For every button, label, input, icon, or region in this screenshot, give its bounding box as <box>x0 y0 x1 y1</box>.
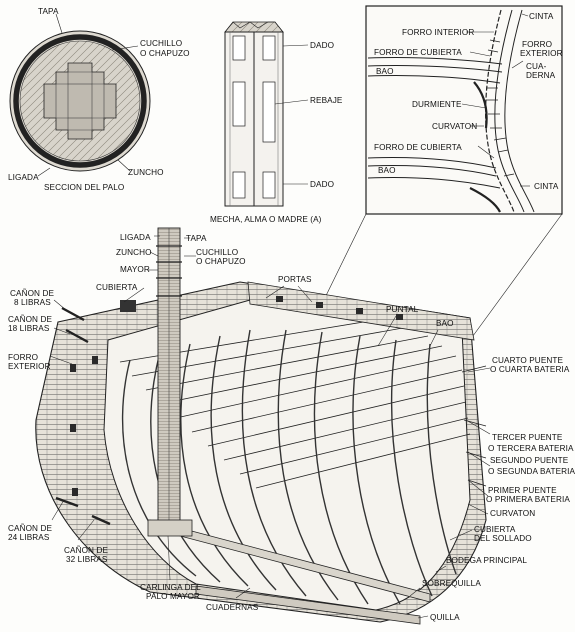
ship-canon24-label-2: 24 LIBRAS <box>8 533 50 542</box>
detail-forro-exterior-label-2: EXTERIOR <box>520 49 563 58</box>
ship-sobrequilla-label: SOBREQUILLA <box>422 579 481 588</box>
ship-canon32-label-2: 32 LIBRAS <box>66 555 108 564</box>
detail-bao-top-label: BAO <box>376 67 394 76</box>
hull-detail-inset: CINTA FORRO INTERIOR FORRO EXTERIOR FORR… <box>365 5 563 215</box>
ship-cuarto-puente-label: CUARTO PUENTE <box>492 356 563 365</box>
ship-cubierta-sollado-label-1: CUBIERTA <box>474 525 516 534</box>
ship-forro-exterior-label-1: FORRO <box>8 353 38 362</box>
ship-tercera-bateria-label: O TERCERA BATERIA <box>488 444 574 453</box>
mast-section-zuncho-label: ZUNCHO <box>128 168 164 177</box>
ship-carlinga-label-1: CARLINGA DEL <box>140 583 201 592</box>
ship-chapuzo-label: O CHAPUZO <box>196 257 246 266</box>
ship-curvaton-label: CURVATON <box>490 509 535 518</box>
ship-mayor-label: MAYOR <box>120 265 150 274</box>
mast-section-ligada-label: LIGADA <box>8 173 39 182</box>
ship-cutaway-figure <box>35 227 487 625</box>
detail-cinta-top-label: CINTA <box>529 12 554 21</box>
ship-cubierta-sollado-label-2: DEL SOLLADO <box>474 534 532 543</box>
ship-quilla-label: QUILLA <box>430 613 460 622</box>
ship-labels: LIGADA TAPA ZUNCHO CUCHILLO O CHAPUZO MA… <box>8 233 575 622</box>
ship-carlinga-label-2: PALO MAYOR <box>146 592 200 601</box>
ship-canon18-label-1: CAÑON DE <box>8 314 52 324</box>
ship-puntal-label: PUNTAL <box>386 305 419 314</box>
ship-tercer-puente-label: TERCER PUENTE <box>492 433 563 442</box>
mast-core-dado-bottom-label: DADO <box>310 180 334 189</box>
mast-section-chapuzo-label: O CHAPUZO <box>140 49 190 58</box>
ship-bao-label: BAO <box>436 319 454 328</box>
ship-segundo-puente-label: SEGUNDO PUENTE <box>490 456 569 465</box>
detail-forro-exterior-label-1: FORRO <box>522 40 552 49</box>
ship-canon18-label-2: 18 LIBRAS <box>8 324 50 333</box>
detail-bao-bottom-label: BAO <box>378 166 396 175</box>
mast-section-tapa-label: TAPA <box>38 7 59 16</box>
ship-canon32-label-1: CAÑON DE <box>64 545 108 555</box>
ship-cuadernas-label: CUADERNAS <box>206 603 259 612</box>
ship-segunda-bateria-label: O SEGUNDA BATERIA <box>488 467 575 476</box>
ship-ligada-label: LIGADA <box>120 233 151 242</box>
mast-core-caption: MECHA, ALMA O MADRE (A) <box>210 215 322 224</box>
detail-durmiente-label: DURMIENTE <box>412 100 462 109</box>
ship-primer-puente-label: PRIMER PUENTE <box>488 486 557 495</box>
mast-section-cuchillo-label: CUCHILLO <box>140 39 182 48</box>
ship-primera-bateria-label: O PRIMERA BATERIA <box>486 495 570 504</box>
detail-forro-interior-label: FORRO INTERIOR <box>402 28 474 37</box>
mast-section-figure: TAPA CUCHILLO O CHAPUZO LIGADA ZUNCHO SE… <box>8 7 190 192</box>
detail-cuaderna-label-2: DERNA <box>526 71 556 80</box>
ship-canon8-label-2: 8 LIBRAS <box>14 298 51 307</box>
detail-curvaton-label: CURVATON <box>432 122 477 131</box>
ship-zuncho-label: ZUNCHO <box>116 248 152 257</box>
detail-forro-cubierta-bottom-label: FORRO DE CUBIERTA <box>374 143 462 152</box>
mast-core-dado-top-label: DADO <box>310 41 334 50</box>
detail-forro-cubierta-top-label: FORRO DE CUBIERTA <box>374 48 462 57</box>
mast-core-rebaje-label: REBAJE <box>310 96 343 105</box>
ship-canon24-label-1: CAÑON DE <box>8 523 52 533</box>
ship-portas-label: PORTAS <box>278 275 312 284</box>
detail-cinta-bottom-label: CINTA <box>534 182 559 191</box>
ship-cuarta-bateria-label: O CUARTA BATERIA <box>490 365 570 374</box>
ship-tapa-label: TAPA <box>186 234 207 243</box>
mast-core-figure: DADO REBAJE DADO MECHA, ALMA O MADRE (A) <box>210 21 343 224</box>
ship-cuchillo-label: CUCHILLO <box>196 248 238 257</box>
ship-bodega-principal-label: BODEGA PRINCIPAL <box>446 556 527 565</box>
mast-section-caption: SECCION DEL PALO <box>44 183 124 192</box>
ship-cubierta-label: CUBIERTA <box>96 283 138 292</box>
detail-cuaderna-label-1: CUA- <box>526 62 547 71</box>
ship-forro-exterior-label-2: EXTERIOR <box>8 362 51 371</box>
ship-canon8-label-1: CAÑON DE <box>10 288 54 298</box>
